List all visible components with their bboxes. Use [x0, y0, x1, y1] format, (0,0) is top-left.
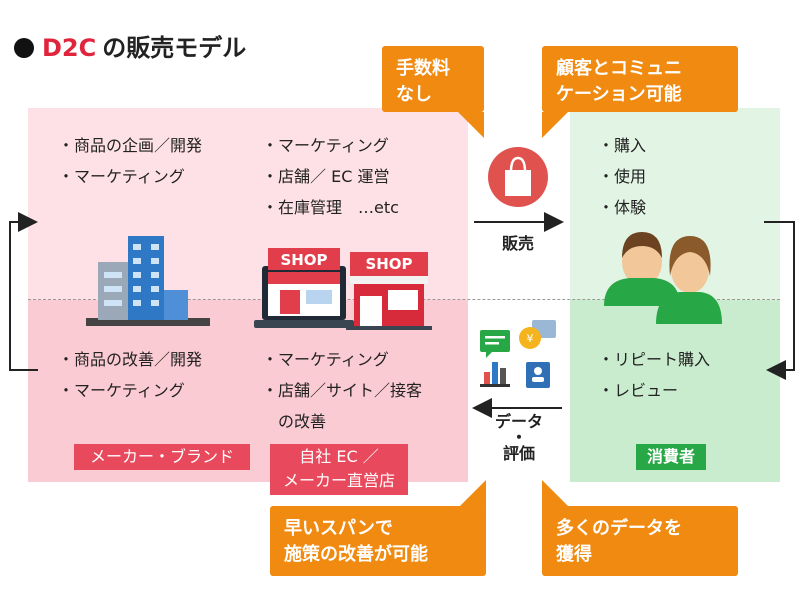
shop-sign-laptop: SHOP: [280, 251, 328, 269]
callout-fast-improvement: 早いスパンで 施策の改善が可能: [270, 506, 486, 576]
maker-bottom-list: 商品の改善／開発 マーケティング: [58, 344, 202, 406]
callout-line: 獲得: [556, 544, 592, 565]
list-item: レビュー: [598, 375, 710, 406]
store-bottom-list: マーケティング 店舗／サイト／接客 の改善: [262, 344, 422, 437]
contact-book-icon: [526, 362, 550, 388]
list-item: 商品の企画／開発: [58, 130, 202, 161]
data-review-label: データ ・ 評価: [484, 414, 554, 462]
data-review-line: データ: [494, 412, 543, 431]
bar-chart-icon: [480, 362, 510, 387]
store-top-list: マーケティング 店舗／ EC 運営 在庫管理 …etc: [262, 130, 399, 223]
maker-brand-tag: メーカー・ブランド: [74, 444, 250, 470]
coin-card-icon: ¥: [519, 320, 556, 349]
own-ec-tag: 自社 EC ／ メーカー直営店: [270, 444, 408, 495]
own-ec-line: メーカー直営店: [282, 471, 395, 490]
shopping-bag-icon: [488, 147, 548, 207]
list-item-continued: の改善: [262, 406, 422, 437]
callout-line: 多くのデータを: [556, 518, 682, 539]
consumers-icon: [604, 232, 722, 324]
consumer-bottom-list: リピート購入 レビュー: [598, 344, 710, 406]
callout-tail: [542, 480, 570, 508]
bullet-icon: [14, 38, 34, 58]
list-item: 店舗／ EC 運営: [262, 161, 399, 192]
list-item: 商品の改善／開発: [58, 344, 202, 375]
list-item: 使用: [598, 161, 646, 192]
consumer-top-list: 購入 使用 体験: [598, 130, 646, 223]
list-item: 体験: [598, 192, 646, 223]
list-item: マーケティング: [58, 375, 202, 406]
own-ec-line: 自社 EC ／: [299, 447, 379, 466]
svg-text:¥: ¥: [527, 332, 534, 345]
callout-tail: [458, 480, 486, 508]
list-item: マーケティング: [262, 130, 399, 161]
callout-communication: 顧客とコミュニ ケーション可能: [542, 46, 738, 112]
laptop-shop-icon: [254, 248, 354, 328]
chat-icon: [480, 330, 510, 358]
list-item: リピート購入: [598, 344, 710, 375]
list-item: 在庫管理 …etc: [262, 192, 399, 223]
title-brand: D2C: [42, 34, 97, 62]
data-review-line: ・: [510, 428, 527, 447]
callout-line: ケーション可能: [556, 84, 682, 105]
list-item: 購入: [598, 130, 646, 161]
list-item-continuation: の改善: [278, 412, 327, 431]
storefront-icon: [346, 252, 432, 330]
callout-data: 多くのデータを 獲得: [542, 506, 738, 576]
left-loop-arrow: [9, 212, 38, 371]
callout-line: 早いスパンで: [284, 518, 393, 539]
right-loop-arrow: [764, 221, 795, 380]
shop-sign-store: SHOP: [365, 255, 413, 273]
consumer-tag: 消費者: [636, 444, 706, 470]
list-item: マーケティング: [262, 344, 422, 375]
list-item: 店舗／サイト／接客: [262, 375, 422, 406]
callout-tail: [458, 112, 484, 138]
title-text: の販売モデル: [102, 34, 247, 62]
maker-top-list: 商品の企画／開発 マーケティング: [58, 130, 202, 192]
callout-line: 顧客とコミュニ: [556, 58, 682, 79]
callout-line: なし: [396, 84, 432, 105]
list-item: マーケティング: [58, 161, 202, 192]
callout-no-fee: 手数料 なし: [382, 46, 484, 112]
data-review-line: 評価: [502, 444, 535, 463]
callout-line: 手数料: [396, 58, 450, 79]
building-icon: [86, 236, 210, 326]
callout-line: 施策の改善が可能: [284, 544, 428, 565]
sale-label: 販売: [501, 234, 534, 253]
callout-tail: [542, 112, 568, 138]
